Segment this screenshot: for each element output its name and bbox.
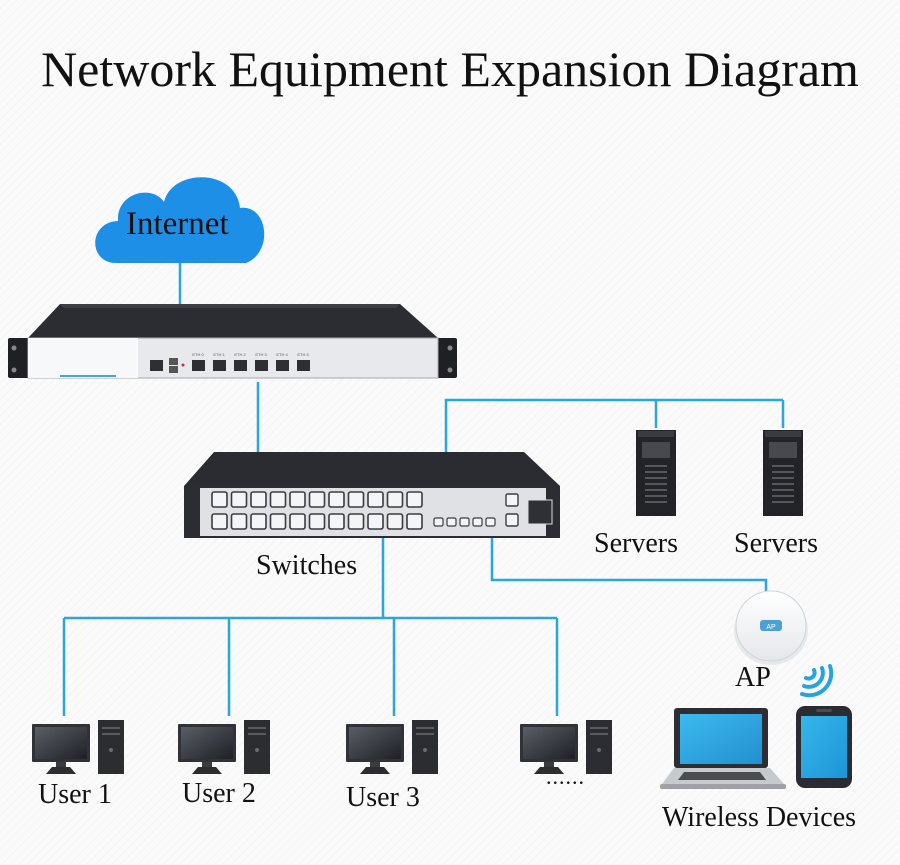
ap-label: AP — [735, 662, 771, 693]
switch-port — [269, 513, 287, 530]
switch-port — [386, 491, 404, 508]
router-port-label: ETH 4 — [276, 352, 288, 357]
desktop-pc-icon — [32, 720, 124, 774]
router-ethernet-port — [213, 360, 226, 371]
link-switch-servers — [444, 398, 783, 455]
router-port-label: ETH 2 — [234, 352, 246, 357]
switch-port — [289, 491, 306, 508]
internet-cloud-icon — [95, 177, 265, 263]
page-title: Network Equipment Expansion Diagram — [41, 41, 859, 97]
switch-status-port — [459, 517, 470, 527]
router-ethernet-port — [192, 360, 205, 371]
router-port-label: ETH 1 — [213, 352, 225, 357]
switch-ports — [211, 491, 519, 530]
user-label: User 2 — [182, 778, 256, 809]
link-switch-ap — [490, 537, 768, 594]
switch-port — [406, 491, 423, 508]
ap-badge: AP — [766, 624, 776, 631]
switch-port — [328, 513, 345, 530]
server-label: Servers — [734, 528, 818, 559]
switch-status-port — [446, 517, 457, 527]
server-icon — [636, 430, 676, 516]
switch-status-port — [433, 517, 444, 527]
switch-label: Switches — [256, 550, 358, 581]
desktop-pc-icon — [520, 720, 612, 774]
switch-port — [269, 491, 287, 508]
switch-port — [308, 513, 326, 530]
switch-port — [308, 491, 326, 508]
switch-port — [230, 491, 248, 508]
access-point-icon: AP — [734, 590, 808, 665]
switch-port — [347, 513, 365, 530]
desktop-pc-icon — [346, 720, 438, 774]
router-port-label: ETH 0 — [192, 352, 204, 357]
switch-port — [211, 513, 228, 530]
router-device: ETH 0 ETH 1 ETH 2 ETH 3 ETH 4 ETH 5 — [8, 304, 457, 379]
switch-port — [289, 513, 306, 530]
router-ports: ETH 0 ETH 1 ETH 2 ETH 3 ETH 4 ETH 5 — [192, 352, 310, 371]
switch-port — [328, 491, 345, 508]
user-label: User 3 — [346, 782, 420, 813]
switch-port — [250, 513, 267, 530]
switch-port — [347, 491, 365, 508]
router-port-label: ETH 3 — [255, 352, 267, 357]
server-label: Servers — [594, 528, 678, 559]
switch-port — [230, 513, 248, 530]
switch-uplink-port — [505, 493, 519, 507]
switch-port — [250, 491, 267, 508]
network-links — [62, 258, 785, 716]
router-ethernet-port — [234, 360, 247, 371]
switch-port — [406, 513, 423, 530]
wifi-signal-icon — [800, 664, 834, 698]
smartphone-icon — [796, 706, 852, 788]
router-ethernet-port — [255, 360, 268, 371]
switch-port — [367, 513, 384, 530]
router-ethernet-port — [276, 360, 289, 371]
user-label: User 1 — [38, 779, 112, 810]
internet-label: Internet — [126, 206, 229, 242]
router-port-label: ETH 5 — [297, 352, 309, 357]
wireless-devices-label: Wireless Devices — [662, 802, 857, 833]
switch-port — [386, 513, 404, 530]
router-ethernet-port — [297, 360, 310, 371]
switch-status-port — [472, 517, 483, 527]
more-users-label: ...... — [546, 764, 585, 789]
laptop-icon — [660, 708, 786, 789]
switch-device — [184, 452, 560, 538]
desktop-pc-icon — [178, 720, 270, 774]
switch-port — [211, 491, 228, 508]
switch-status-port — [485, 517, 496, 527]
server-icon — [763, 430, 803, 516]
switch-uplink-port — [505, 513, 519, 527]
switch-port — [367, 491, 384, 508]
